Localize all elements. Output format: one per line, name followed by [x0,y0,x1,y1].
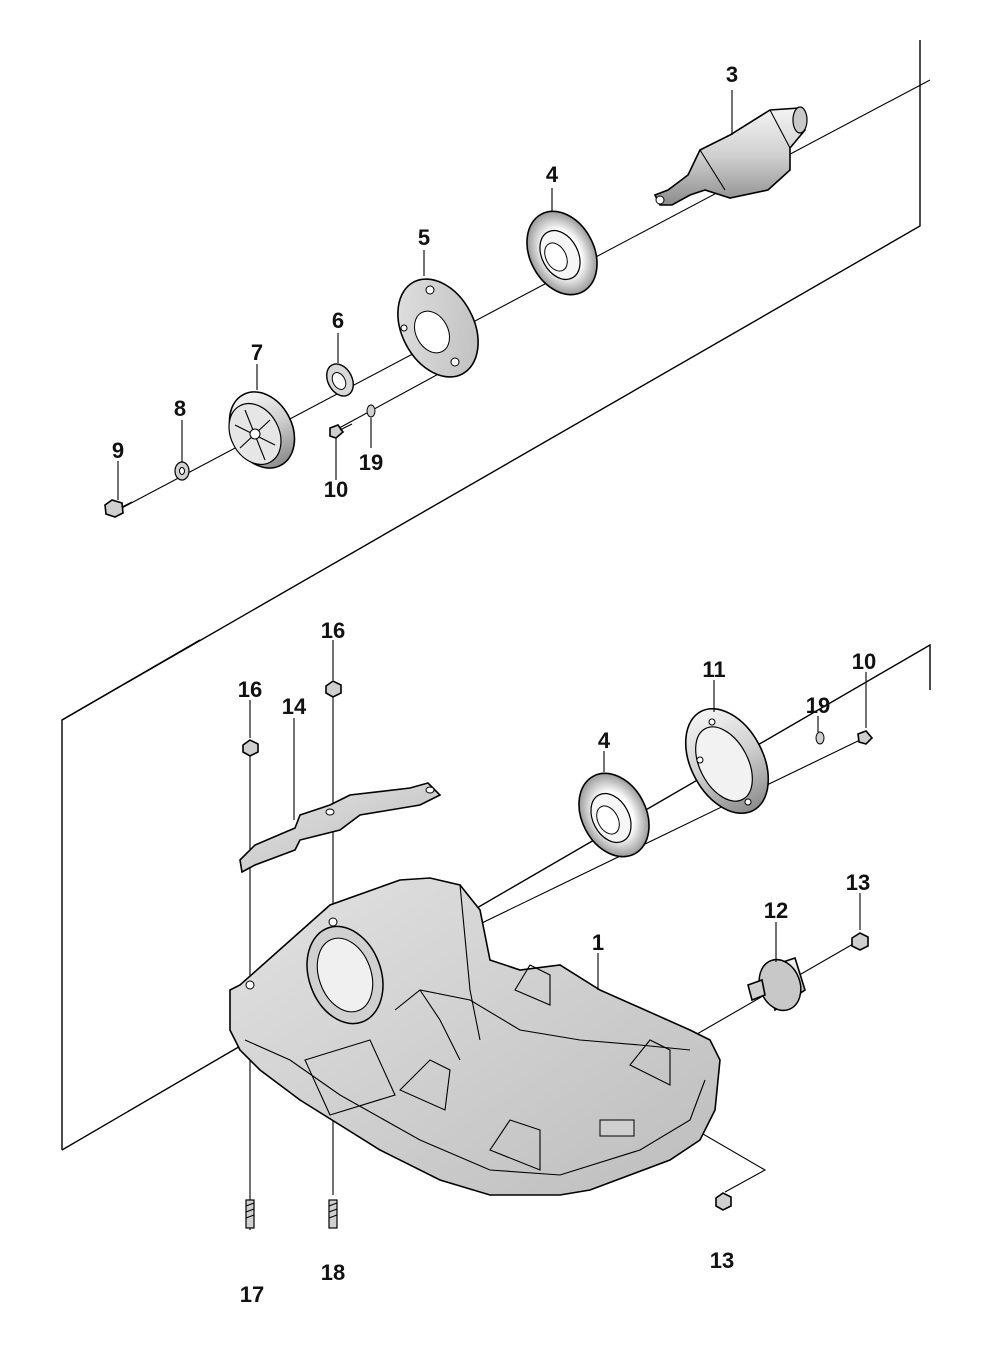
callout-17: 17 [240,1282,264,1307]
callout-16-right: 16 [321,618,345,643]
callout-5: 5 [418,225,430,250]
bearing-upper-part [526,210,598,296]
callout-10-lower: 10 [852,649,876,674]
bearing-housing-part [684,707,770,815]
leader-lines [117,90,867,990]
callout-9: 9 [112,438,124,463]
callout-1: 1 [592,930,604,955]
callout-6: 6 [332,308,344,333]
nut-13-upper-part [851,932,869,951]
callout-13-lower: 13 [710,1248,734,1273]
callout-14: 14 [282,694,307,719]
shaft-part [653,106,808,206]
callout-13-upper: 13 [846,870,870,895]
bolt-9-part [104,499,133,518]
screw-10-lower-part [857,730,874,745]
nut-16-right-part [325,680,342,698]
washer-part [174,461,190,481]
callout-19-lower: 19 [806,693,830,718]
base-plate-part [229,877,721,1196]
callout-labels: 3 4 5 6 7 8 9 10 19 16 16 14 4 11 19 10 … [112,62,876,1307]
callout-11: 11 [702,657,725,682]
callout-7: 7 [251,340,263,365]
nut-16-left-part [242,739,259,757]
nut-13-lower-part [715,1192,732,1211]
callout-3: 3 [726,62,738,87]
bearing-lower-part [578,772,650,858]
seal-ring-part [326,363,354,397]
washer-19-lower-part [815,731,825,745]
pulley-part [228,391,296,469]
rubber-mount-part [747,956,806,1012]
washer-19-upper-part [366,404,376,418]
callout-8: 8 [174,396,186,421]
screw-10-upper-part [329,423,353,439]
callout-4-upper: 4 [546,162,559,187]
callout-4-lower: 4 [598,728,611,753]
bracket-part [239,782,442,874]
callout-16-left: 16 [238,677,262,702]
bolt-17-part [245,1199,255,1229]
callout-18: 18 [321,1260,345,1285]
end-plate-part [397,278,479,378]
callout-10-upper: 10 [324,477,348,502]
callout-12: 12 [764,898,788,923]
callout-19-upper: 19 [359,450,383,475]
bolt-18-part [328,1199,338,1229]
